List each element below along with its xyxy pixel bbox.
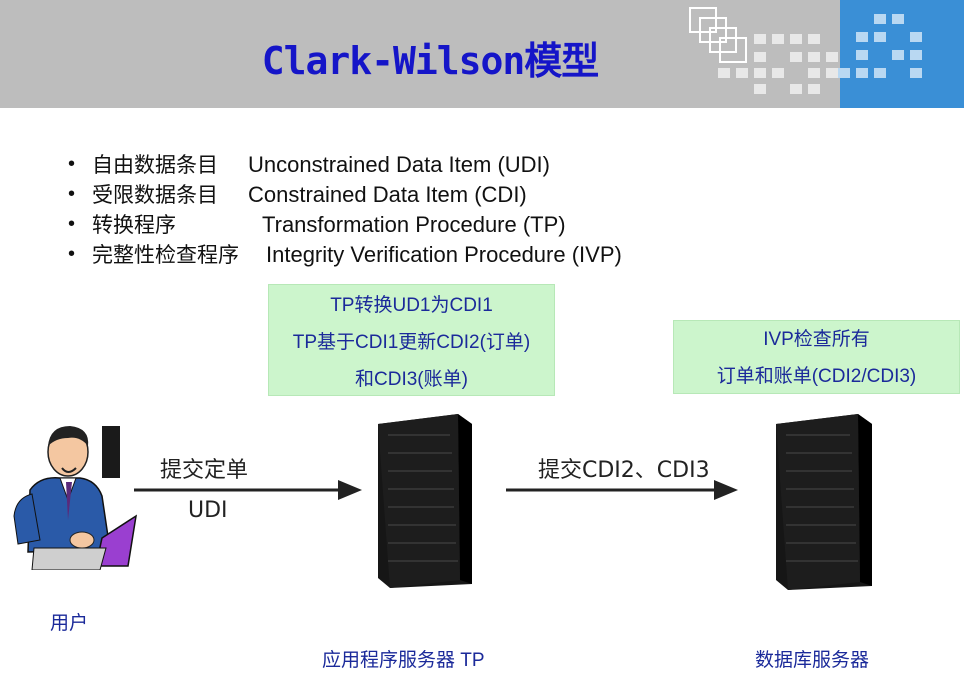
bullet-en: Constrained Data Item (CDI) (248, 182, 527, 207)
header-bar (0, 0, 964, 108)
arrow1-top-label: 提交定单 (160, 458, 249, 483)
caption-db-server: 数据库服务器 (755, 650, 870, 671)
bullet-zh: 自由数据条目 (92, 153, 218, 177)
caption-user: 用户 (50, 613, 89, 634)
user-figure (10, 426, 140, 590)
app-server-icon (378, 414, 472, 588)
tp-note-line: TP基于CDI1更新CDI2(订单) (292, 332, 531, 353)
arrow-submit-cdi (506, 480, 738, 500)
ivp-note-box: IVP检查所有 订单和账单(CDI2/CDI3) (673, 320, 960, 394)
bullet-zh: 受限数据条目 (92, 183, 218, 207)
bullet-en: Integrity Verification Procedure (IVP) (266, 242, 622, 267)
caption-app-server: 应用程序服务器 TP (322, 650, 485, 671)
bullet-en: Transformation Procedure (TP) (262, 212, 566, 237)
ivp-note-line: 订单和账单(CDI2/CDI3) (716, 366, 917, 387)
tp-note-line: 和CDI3(账单) (355, 369, 468, 390)
tp-note-line: TP转换UD1为CDI1 (330, 295, 493, 316)
bullet-zh: 转换程序 (92, 213, 176, 237)
bullet-tp: 转换程序 Transformation Procedure (TP) (68, 210, 768, 240)
definition-list: 自由数据条目 Unconstrained Data Item (UDI) 受限数据… (68, 150, 768, 270)
decorative-squares (689, 7, 922, 94)
arrow1-bottom-label: UDI (188, 498, 228, 523)
bullet-ivp: 完整性检查程序 Integrity Verification Procedure … (68, 240, 768, 270)
db-server-icon (776, 414, 872, 590)
bullet-cdi: 受限数据条目 Constrained Data Item (CDI) (68, 180, 768, 210)
bullet-zh: 完整性检查程序 (92, 243, 239, 267)
arrow-submit-order (134, 480, 362, 500)
bullet-en: Unconstrained Data Item (UDI) (248, 152, 550, 177)
slide-title: Clark-Wilson模型 (261, 39, 600, 83)
ivp-note-line: IVP检查所有 (763, 329, 870, 350)
tp-note-box: TP转换UD1为CDI1 TP基于CDI1更新CDI2(订单) 和CDI3(账单… (268, 284, 555, 396)
bullet-udi: 自由数据条目 Unconstrained Data Item (UDI) (68, 150, 768, 180)
arrow2-top-label: 提交CDI2、CDI3 (538, 458, 710, 483)
